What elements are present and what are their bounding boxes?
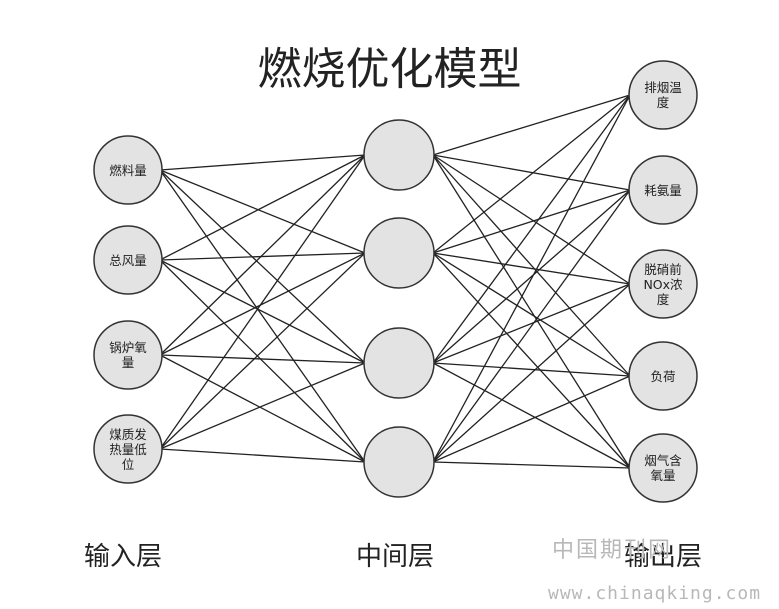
input-node-4 [93, 414, 163, 484]
hidden-layer-label: 中间层 [356, 542, 435, 572]
edge-hidden2-output1 [432, 94, 631, 254]
edge-input3-hidden3 [159, 354, 366, 364]
output-node-5-label: 烟气含 氧量 [644, 453, 682, 483]
edge-input2-hidden2 [159, 252, 366, 261]
edge-hidden2-output5 [432, 252, 631, 469]
network-nodes [93, 60, 698, 503]
output-node-3-label: 脱硝前 NOx浓 度 [643, 261, 683, 307]
input-node-3-label: 锅炉氧 量 [109, 340, 147, 370]
hidden-node-1 [363, 119, 435, 191]
watermark-url: www.chinaqking.com [548, 583, 762, 604]
edge-input4-hidden4 [159, 448, 366, 463]
edge-hidden3-output3 [432, 283, 631, 364]
edge-hidden1-output1 [432, 94, 631, 156]
input-layer-label: 输入层 [84, 542, 163, 572]
edge-input1-hidden4 [159, 169, 366, 463]
output-layer-label: 输出层 [624, 542, 703, 572]
input-node-3 [93, 320, 163, 390]
edge-input3-hidden4 [159, 354, 366, 463]
input-node-1 [93, 135, 163, 205]
input-node-1-label: 燃料量 [109, 162, 147, 178]
edge-input1-hidden2 [159, 169, 366, 254]
edge-hidden4-output4 [432, 375, 631, 463]
output-node-1-label: 排烟温 度 [644, 80, 682, 110]
watermark-text: 中国期刊网 [552, 538, 673, 563]
edge-hidden3-output1 [432, 94, 631, 364]
edge-input4-hidden3 [159, 362, 366, 450]
edge-input4-hidden2 [159, 252, 366, 450]
hidden-node-4 [363, 426, 435, 498]
output-node-4-label: 负荷 [650, 368, 676, 384]
hidden-node-3 [363, 327, 435, 399]
hidden-node-2 [363, 217, 435, 289]
edge-hidden1-output4 [432, 154, 631, 377]
edge-input2-hidden3 [159, 259, 366, 364]
edge-input1-hidden3 [159, 169, 366, 364]
edge-input1-hidden1 [159, 154, 366, 171]
output-node-2 [628, 155, 698, 225]
output-node-4 [628, 341, 698, 411]
edge-input3-hidden2 [159, 252, 366, 356]
output-node-1 [628, 60, 698, 130]
diagram-title: 燃烧优化模型 [257, 44, 522, 95]
output-node-3 [628, 249, 698, 319]
edge-hidden4-output3 [432, 283, 631, 463]
edge-hidden3-output2 [432, 189, 631, 364]
edge-input3-hidden1 [159, 154, 366, 356]
edge-input2-hidden1 [159, 154, 366, 261]
edge-hidden2-output3 [432, 252, 631, 285]
edge-hidden2-output4 [432, 252, 631, 377]
output-node-2-label: 耗氨量 [644, 182, 682, 198]
input-node-4-label: 煤质发 热量低 位 [109, 426, 147, 472]
edge-input2-hidden4 [159, 259, 366, 463]
edge-hidden4-output1 [432, 94, 631, 463]
connection-lines [159, 94, 631, 469]
edge-hidden4-output2 [432, 189, 631, 463]
input-node-2 [93, 225, 163, 295]
edge-hidden1-output2 [432, 154, 631, 191]
edge-hidden1-output3 [432, 154, 631, 285]
edge-hidden4-output5 [432, 461, 631, 469]
output-node-5 [628, 433, 698, 503]
edge-hidden3-output4 [432, 362, 631, 377]
edge-hidden3-output5 [432, 362, 631, 469]
edge-hidden1-output5 [432, 154, 631, 469]
edge-hidden2-output2 [432, 189, 631, 254]
edge-input4-hidden1 [159, 154, 366, 450]
input-node-2-label: 总风量 [109, 252, 147, 268]
